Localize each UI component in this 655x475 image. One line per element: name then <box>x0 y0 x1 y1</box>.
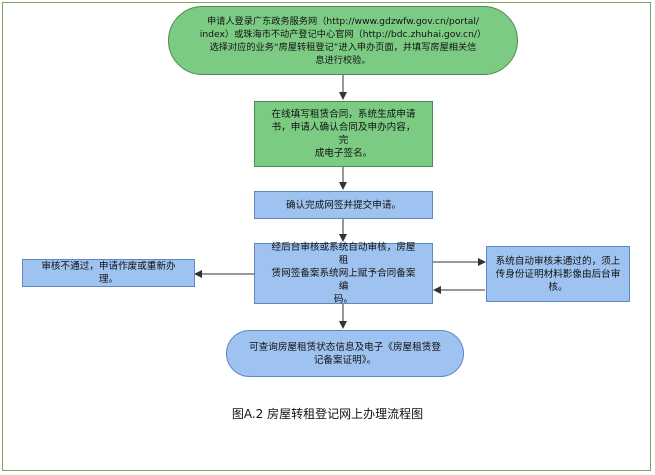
node-review: 经后台审核或系统自动审核，房屋租 赁网签备案系统网上赋予合同备案编 码。 <box>254 242 433 305</box>
node-fill-contract: 在线填写租赁合同，系统生成申请 书，申请人确认合同及申办内容，完 成电子签名。 <box>254 101 433 167</box>
node-confirm-submit: 确认完成网签并提交申请。 <box>254 191 433 219</box>
figure-caption: 图A.2 房屋转租登记网上办理流程图 <box>231 407 424 421</box>
node-reject: 审核不通过，申请作废或重新办理。 <box>22 259 195 287</box>
diagram-frame <box>2 2 651 471</box>
node-end: 可查询房屋租赁状态信息及电子《房屋租赁登 记备案证明》。 <box>226 330 464 377</box>
node-start: 申请人登录广东政务服务网（http://www.gdzwfw.gov.cn/po… <box>168 6 518 75</box>
node-auto-fail: 系统自动审核未通过的，须上 传身份证明材料影像由后台审 核。 <box>486 246 630 302</box>
